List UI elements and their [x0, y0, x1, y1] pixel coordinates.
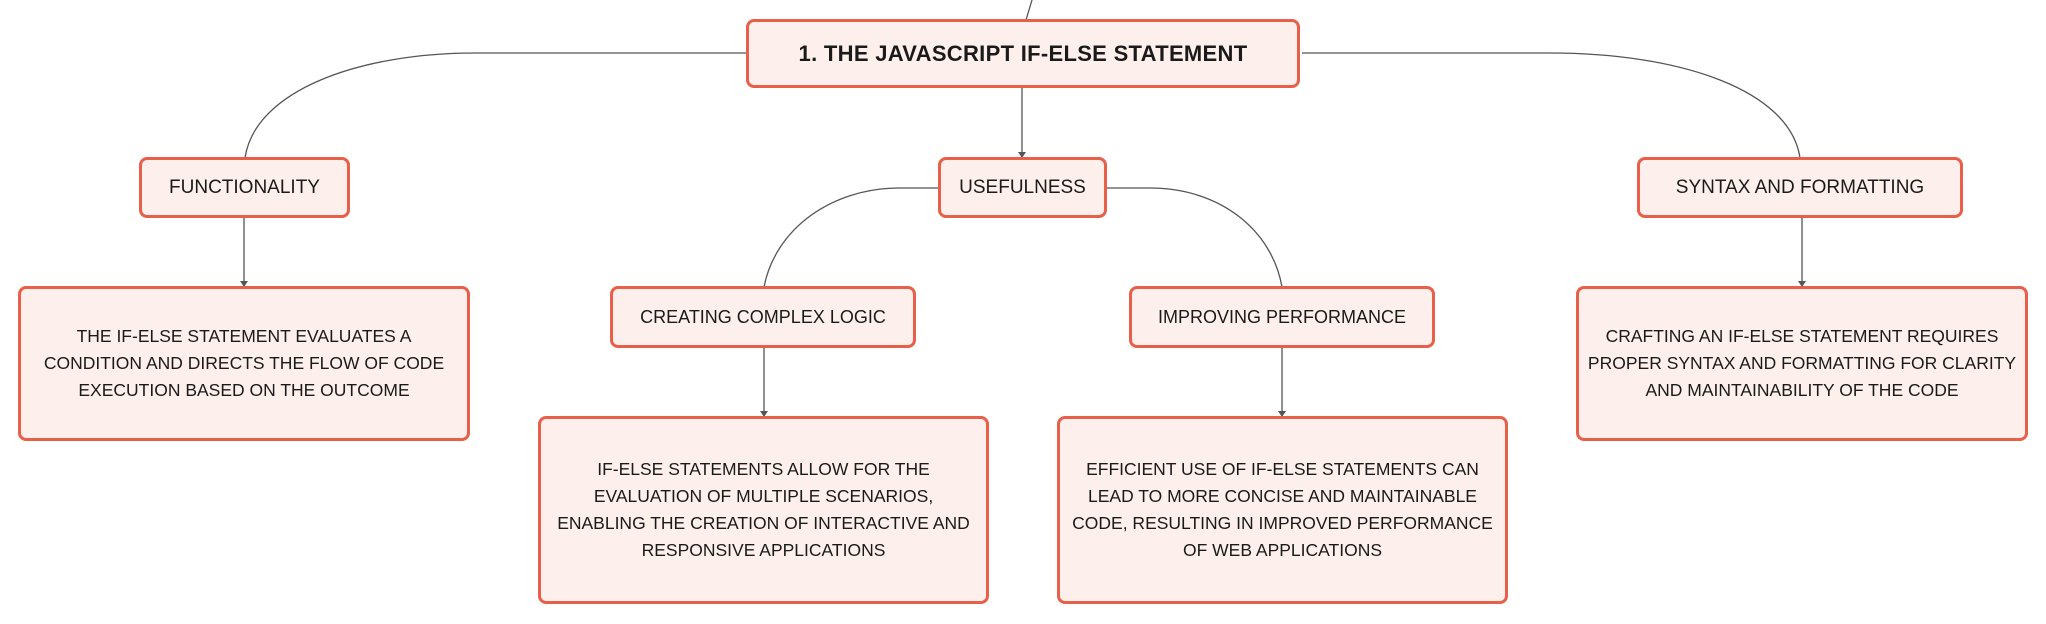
syntax-formatting-node-label: SYNTAX AND FORMATTING — [1675, 176, 1925, 198]
arrow-performance-detail — [1278, 411, 1286, 417]
arrow-functionality-detail — [240, 281, 248, 287]
functionality-detail-text: THE IF-ELSE STATEMENT EVALUATES A CONDIT… — [43, 326, 445, 400]
root-node[interactable]: 1. THE JAVASCRIPT IF-ELSE STATEMENT — [746, 19, 1300, 88]
syntax-formatting-detail-text: CRAFTING AN IF-ELSE STATEMENT REQUIRES P… — [1587, 326, 2017, 400]
creating-complex-logic-node[interactable]: CREATING COMPLEX LOGIC — [610, 286, 916, 348]
root-node-label: 1. THE JAVASCRIPT IF-ELSE STATEMENT — [798, 40, 1248, 66]
improving-performance-label: IMPROVING PERFORMANCE — [1157, 306, 1407, 327]
performance-detail-text: EFFICIENT USE OF IF-ELSE STATEMENTS CAN … — [1072, 459, 1493, 560]
complex-logic-detail-text: IF-ELSE STATEMENTS ALLOW FOR THE EVALUAT… — [557, 459, 970, 560]
creating-complex-logic-label: CREATING COMPLEX LOGIC — [640, 306, 886, 327]
performance-detail-node[interactable]: EFFICIENT USE OF IF-ELSE STATEMENTS CAN … — [1057, 416, 1508, 604]
arrow-logic-detail — [760, 411, 768, 417]
connector-parent-root — [1025, 0, 1033, 21]
functionality-detail-node[interactable]: THE IF-ELSE STATEMENT EVALUATES A CONDIT… — [18, 286, 470, 441]
functionality-node[interactable]: FUNCTIONALITY — [139, 157, 350, 218]
improving-performance-node[interactable]: IMPROVING PERFORMANCE — [1129, 286, 1435, 348]
connector-usefulness-performance — [1106, 187, 1283, 288]
complex-logic-detail-node[interactable]: IF-ELSE STATEMENTS ALLOW FOR THE EVALUAT… — [538, 416, 989, 604]
syntax-formatting-node[interactable]: SYNTAX AND FORMATTING — [1637, 157, 1963, 218]
arrow-root-usefulness — [1018, 152, 1026, 158]
connector-usefulness-logic — [763, 187, 939, 288]
connector-root-functionality — [244, 52, 749, 159]
usefulness-node-label: USEFULNESS — [959, 176, 1086, 198]
syntax-formatting-detail-node[interactable]: CRAFTING AN IF-ELSE STATEMENT REQUIRES P… — [1576, 286, 2028, 441]
functionality-node-label: FUNCTIONALITY — [169, 176, 320, 198]
arrow-syntax-detail — [1798, 281, 1806, 287]
usefulness-node[interactable]: USEFULNESS — [938, 157, 1107, 218]
connector-root-syntax — [1302, 52, 1801, 159]
